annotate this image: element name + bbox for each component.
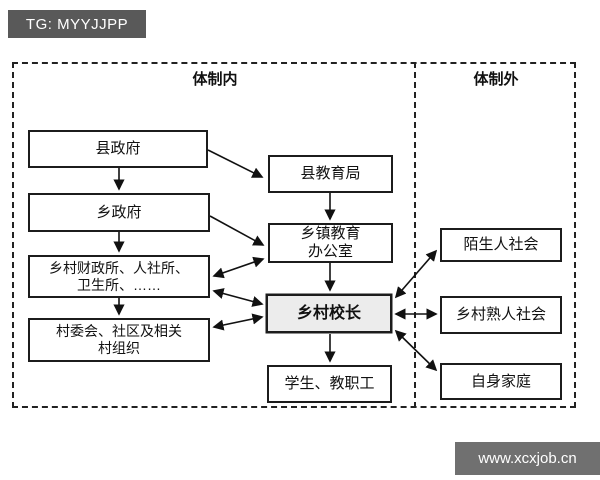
region-label-inside-system: 体制内 xyxy=(192,71,238,88)
watermark-badge: www.xcxjob.cn xyxy=(455,442,600,475)
box-rural-finance-offices-line2: 卫生所、…… xyxy=(77,276,161,293)
box-students-staff-label: 学生、教职工 xyxy=(284,375,375,392)
box-own-family-label: 自身家庭 xyxy=(470,372,531,390)
box-acquaintance-society: 乡村熟人社会 xyxy=(440,296,562,334)
box-rural-finance-offices: 乡村财政所、人社所、 卫生所、…… xyxy=(28,255,210,298)
box-stranger-society: 陌生人社会 xyxy=(440,228,562,262)
box-township-education-office-line1: 乡镇教育 xyxy=(300,225,361,242)
box-rural-principal-label: 乡村校长 xyxy=(296,304,361,322)
box-students-staff: 学生、教职工 xyxy=(267,365,392,403)
box-acquaintance-society-label: 乡村熟人社会 xyxy=(455,306,546,323)
box-township-education-office: 乡镇教育 办公室 xyxy=(268,223,393,263)
box-own-family: 自身家庭 xyxy=(440,363,562,400)
tg-badge: TG: MYYJJPP xyxy=(8,10,146,38)
box-county-government: 县政府 xyxy=(28,130,208,168)
watermark-label: www.xcxjob.cn xyxy=(478,450,577,467)
box-township-education-office-line2: 办公室 xyxy=(307,243,353,260)
box-township-government: 乡政府 xyxy=(28,193,210,232)
tg-badge-label: TG: MYYJJPP xyxy=(25,15,129,33)
region-label-outside-system: 体制外 xyxy=(473,71,519,88)
system-divider-line xyxy=(414,62,416,408)
box-village-committee-orgs: 村委会、社区及相关 村组织 xyxy=(28,318,210,362)
box-county-government-label: 县政府 xyxy=(95,140,141,157)
box-county-education-bureau-label: 县教育局 xyxy=(300,165,361,182)
box-village-committee-orgs-line2: 村组织 xyxy=(98,340,140,356)
box-village-committee-orgs-line1: 村委会、社区及相关 xyxy=(56,323,182,340)
system-boundary-rect xyxy=(12,62,576,408)
box-rural-finance-offices-line1: 乡村财政所、人社所、 xyxy=(49,259,189,276)
box-township-government-label: 乡政府 xyxy=(96,203,142,221)
box-rural-principal: 乡村校长 xyxy=(266,294,392,333)
box-county-education-bureau: 县教育局 xyxy=(268,155,393,193)
box-stranger-society-label: 陌生人社会 xyxy=(463,236,539,253)
